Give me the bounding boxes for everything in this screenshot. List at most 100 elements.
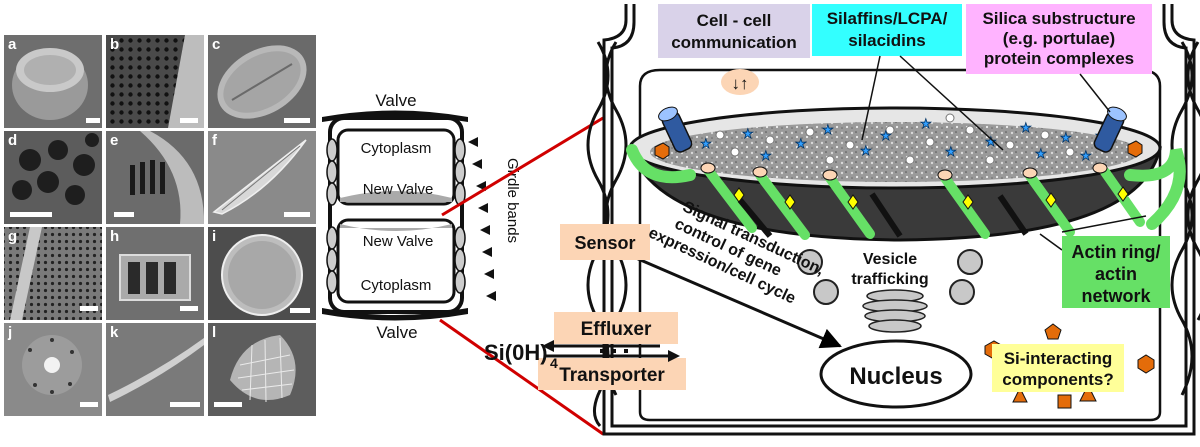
panel-g: g: [4, 227, 102, 320]
communication-bubble: [721, 69, 759, 95]
label-silaffins: Silaffins/LCPA/ silacidins: [812, 4, 962, 56]
svg-text:communication: communication: [671, 33, 797, 52]
upper-cell: [336, 128, 456, 206]
svg-text:Si(0H): Si(0H): [484, 340, 548, 365]
panel-label-g: g: [8, 228, 17, 245]
svg-text:Transporter: Transporter: [559, 365, 665, 386]
svg-text:Si-interacting: Si-interacting: [1004, 349, 1113, 368]
silica-particles: [715, 113, 1075, 165]
actin-ring-right: [1124, 148, 1186, 230]
label-new-valve-bottom: New Valve: [363, 233, 434, 250]
label-si-oh4: Si(0H) 4: [484, 340, 558, 371]
label-transporter: Transporter: [538, 358, 686, 390]
cell-diagram: ★★★ ★★★ ★★★ ★★★ ★★★: [586, 4, 1200, 436]
portula-left: [658, 106, 693, 153]
rim-marker-left: [654, 142, 670, 160]
svg-text:★: ★: [985, 134, 997, 149]
panel-label-e: e: [110, 132, 118, 149]
si-components-shapes: [984, 323, 1155, 409]
rim-bulbs: [700, 162, 1108, 181]
connector-line-top: [441, 116, 604, 217]
actin-rods: [703, 165, 1145, 240]
panel-label-d: d: [8, 132, 17, 149]
sem-panels: a b c d: [4, 35, 316, 416]
vesicles: [797, 249, 983, 305]
svg-text:★: ★: [700, 136, 712, 151]
panel-label-h: h: [110, 228, 119, 245]
frustule-diagram: Valve Cytoplasm New Valve New Valve Cyto…: [322, 91, 521, 342]
up-down-arrows-icon: ↓↑: [732, 74, 749, 93]
new-valve-top-shape: [340, 191, 452, 202]
panel-h: h: [106, 227, 204, 320]
svg-text:★: ★: [860, 143, 872, 158]
nucleus: [819, 339, 973, 409]
svg-text:Actin ring/: Actin ring/: [1072, 242, 1161, 262]
svg-text:components?: components?: [1002, 370, 1113, 389]
svg-text:★: ★: [945, 144, 957, 159]
panel-label-j: j: [7, 324, 12, 341]
svg-text:★: ★: [1035, 146, 1047, 161]
svg-text:trafficking: trafficking: [851, 271, 928, 288]
label-new-valve-top: New Valve: [363, 181, 434, 198]
svg-text:Sensor: Sensor: [574, 233, 635, 253]
valve-bottom-shape: [322, 308, 468, 321]
panel-label-l: l: [212, 324, 216, 341]
valve-top-shape: [322, 110, 468, 122]
label-actin: Actin ring/ actin network: [1062, 236, 1170, 308]
panel-e: e: [106, 131, 205, 224]
panel-k: k: [106, 323, 204, 416]
svg-text:Silaffins/LCPA/: Silaffins/LCPA/: [827, 9, 948, 28]
svg-text:★: ★: [822, 122, 834, 137]
label-valve-bottom: Valve: [376, 323, 417, 342]
svg-text:★: ★: [795, 136, 807, 151]
svg-text:Effluxer: Effluxer: [581, 319, 652, 340]
new-valve-bottom-shape: [340, 224, 452, 231]
svg-text:protein complexes: protein complexes: [984, 49, 1134, 68]
svg-text:(e.g. portulae): (e.g. portulae): [1003, 29, 1115, 48]
panel-label-a: a: [8, 36, 17, 53]
svg-text:Cell - cell: Cell - cell: [697, 11, 772, 30]
panel-c: c: [208, 35, 316, 128]
connector-line-bottom: [439, 318, 604, 436]
label-girdle-bands: Girdle bands: [504, 158, 521, 243]
svg-text:4: 4: [550, 355, 558, 371]
cell-wall-outer: [602, 4, 1196, 436]
portula-right: [1093, 106, 1127, 153]
cell-inner-membrane: [638, 68, 1162, 422]
svg-text:Vesicle: Vesicle: [863, 251, 917, 268]
panel-label-b: b: [110, 36, 119, 53]
panel-d: d: [4, 131, 102, 224]
label-cytoplasm-bottom: Cytoplasm: [361, 277, 432, 294]
panel-b: b: [106, 35, 204, 128]
label-valve-top: Valve: [375, 91, 416, 110]
panel-j: j: [4, 323, 102, 416]
transport-arrows: [542, 340, 680, 362]
panel-label-k: k: [110, 324, 119, 341]
svg-text:★: ★: [1060, 130, 1072, 145]
svg-text:actin: actin: [1095, 264, 1137, 284]
panel-label-i: i: [212, 228, 216, 245]
panel-l: l: [208, 323, 316, 416]
lower-cell: [336, 218, 456, 304]
actin-ring-left: [626, 144, 696, 184]
panel-f: f: [208, 131, 316, 224]
label-si-interacting: Si-interacting components?: [992, 344, 1124, 392]
golgi-stack: [862, 289, 928, 333]
girdle-bands-left: [326, 138, 338, 294]
label-effluxer: Effluxer: [554, 312, 678, 344]
label-cell-communication: Cell - cell communication: [658, 4, 810, 58]
svg-text:★: ★: [920, 116, 932, 131]
svg-text:★: ★: [742, 126, 754, 141]
label-vesicle-trafficking: Vesicle trafficking: [851, 251, 928, 288]
svg-text:★: ★: [760, 148, 772, 163]
svg-text:★: ★: [880, 128, 892, 143]
panel-i: i: [208, 227, 316, 320]
label-silica-substructure: Silica substructure (e.g. portulae) prot…: [966, 4, 1152, 74]
girdle-bands-right: [454, 138, 466, 294]
rim-marker-right: [1127, 140, 1143, 158]
svg-text:★: ★: [1080, 148, 1092, 163]
cell-girdle-right: [1170, 41, 1200, 396]
svg-text:Silica substructure: Silica substructure: [982, 9, 1135, 28]
